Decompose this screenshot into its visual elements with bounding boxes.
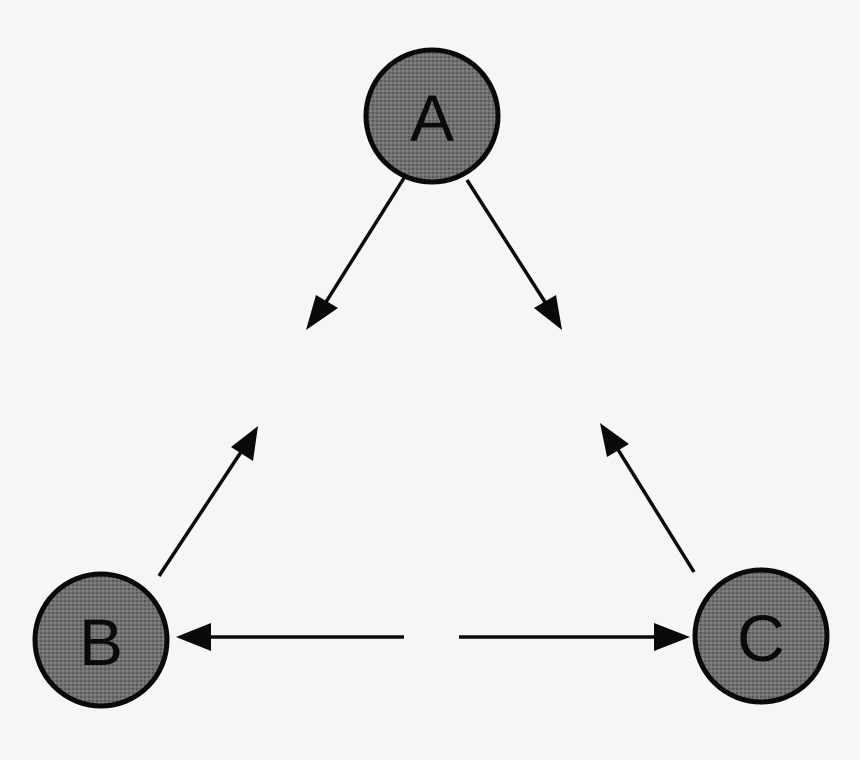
node-a: A (363, 47, 501, 185)
edge-a-to-c (465, 179, 562, 330)
edge-b-to-a (157, 426, 258, 577)
node-a-label: A (410, 81, 454, 155)
edge-b-to-c (459, 623, 690, 651)
node-c: C (692, 567, 830, 705)
node-b: B (32, 571, 170, 709)
node-c-label: C (737, 601, 785, 675)
edges (157, 177, 696, 651)
edge-a-to-b (306, 177, 406, 330)
edge-c-to-a (600, 423, 696, 573)
edge-c-to-b (176, 623, 404, 651)
node-b-label: B (79, 605, 123, 679)
